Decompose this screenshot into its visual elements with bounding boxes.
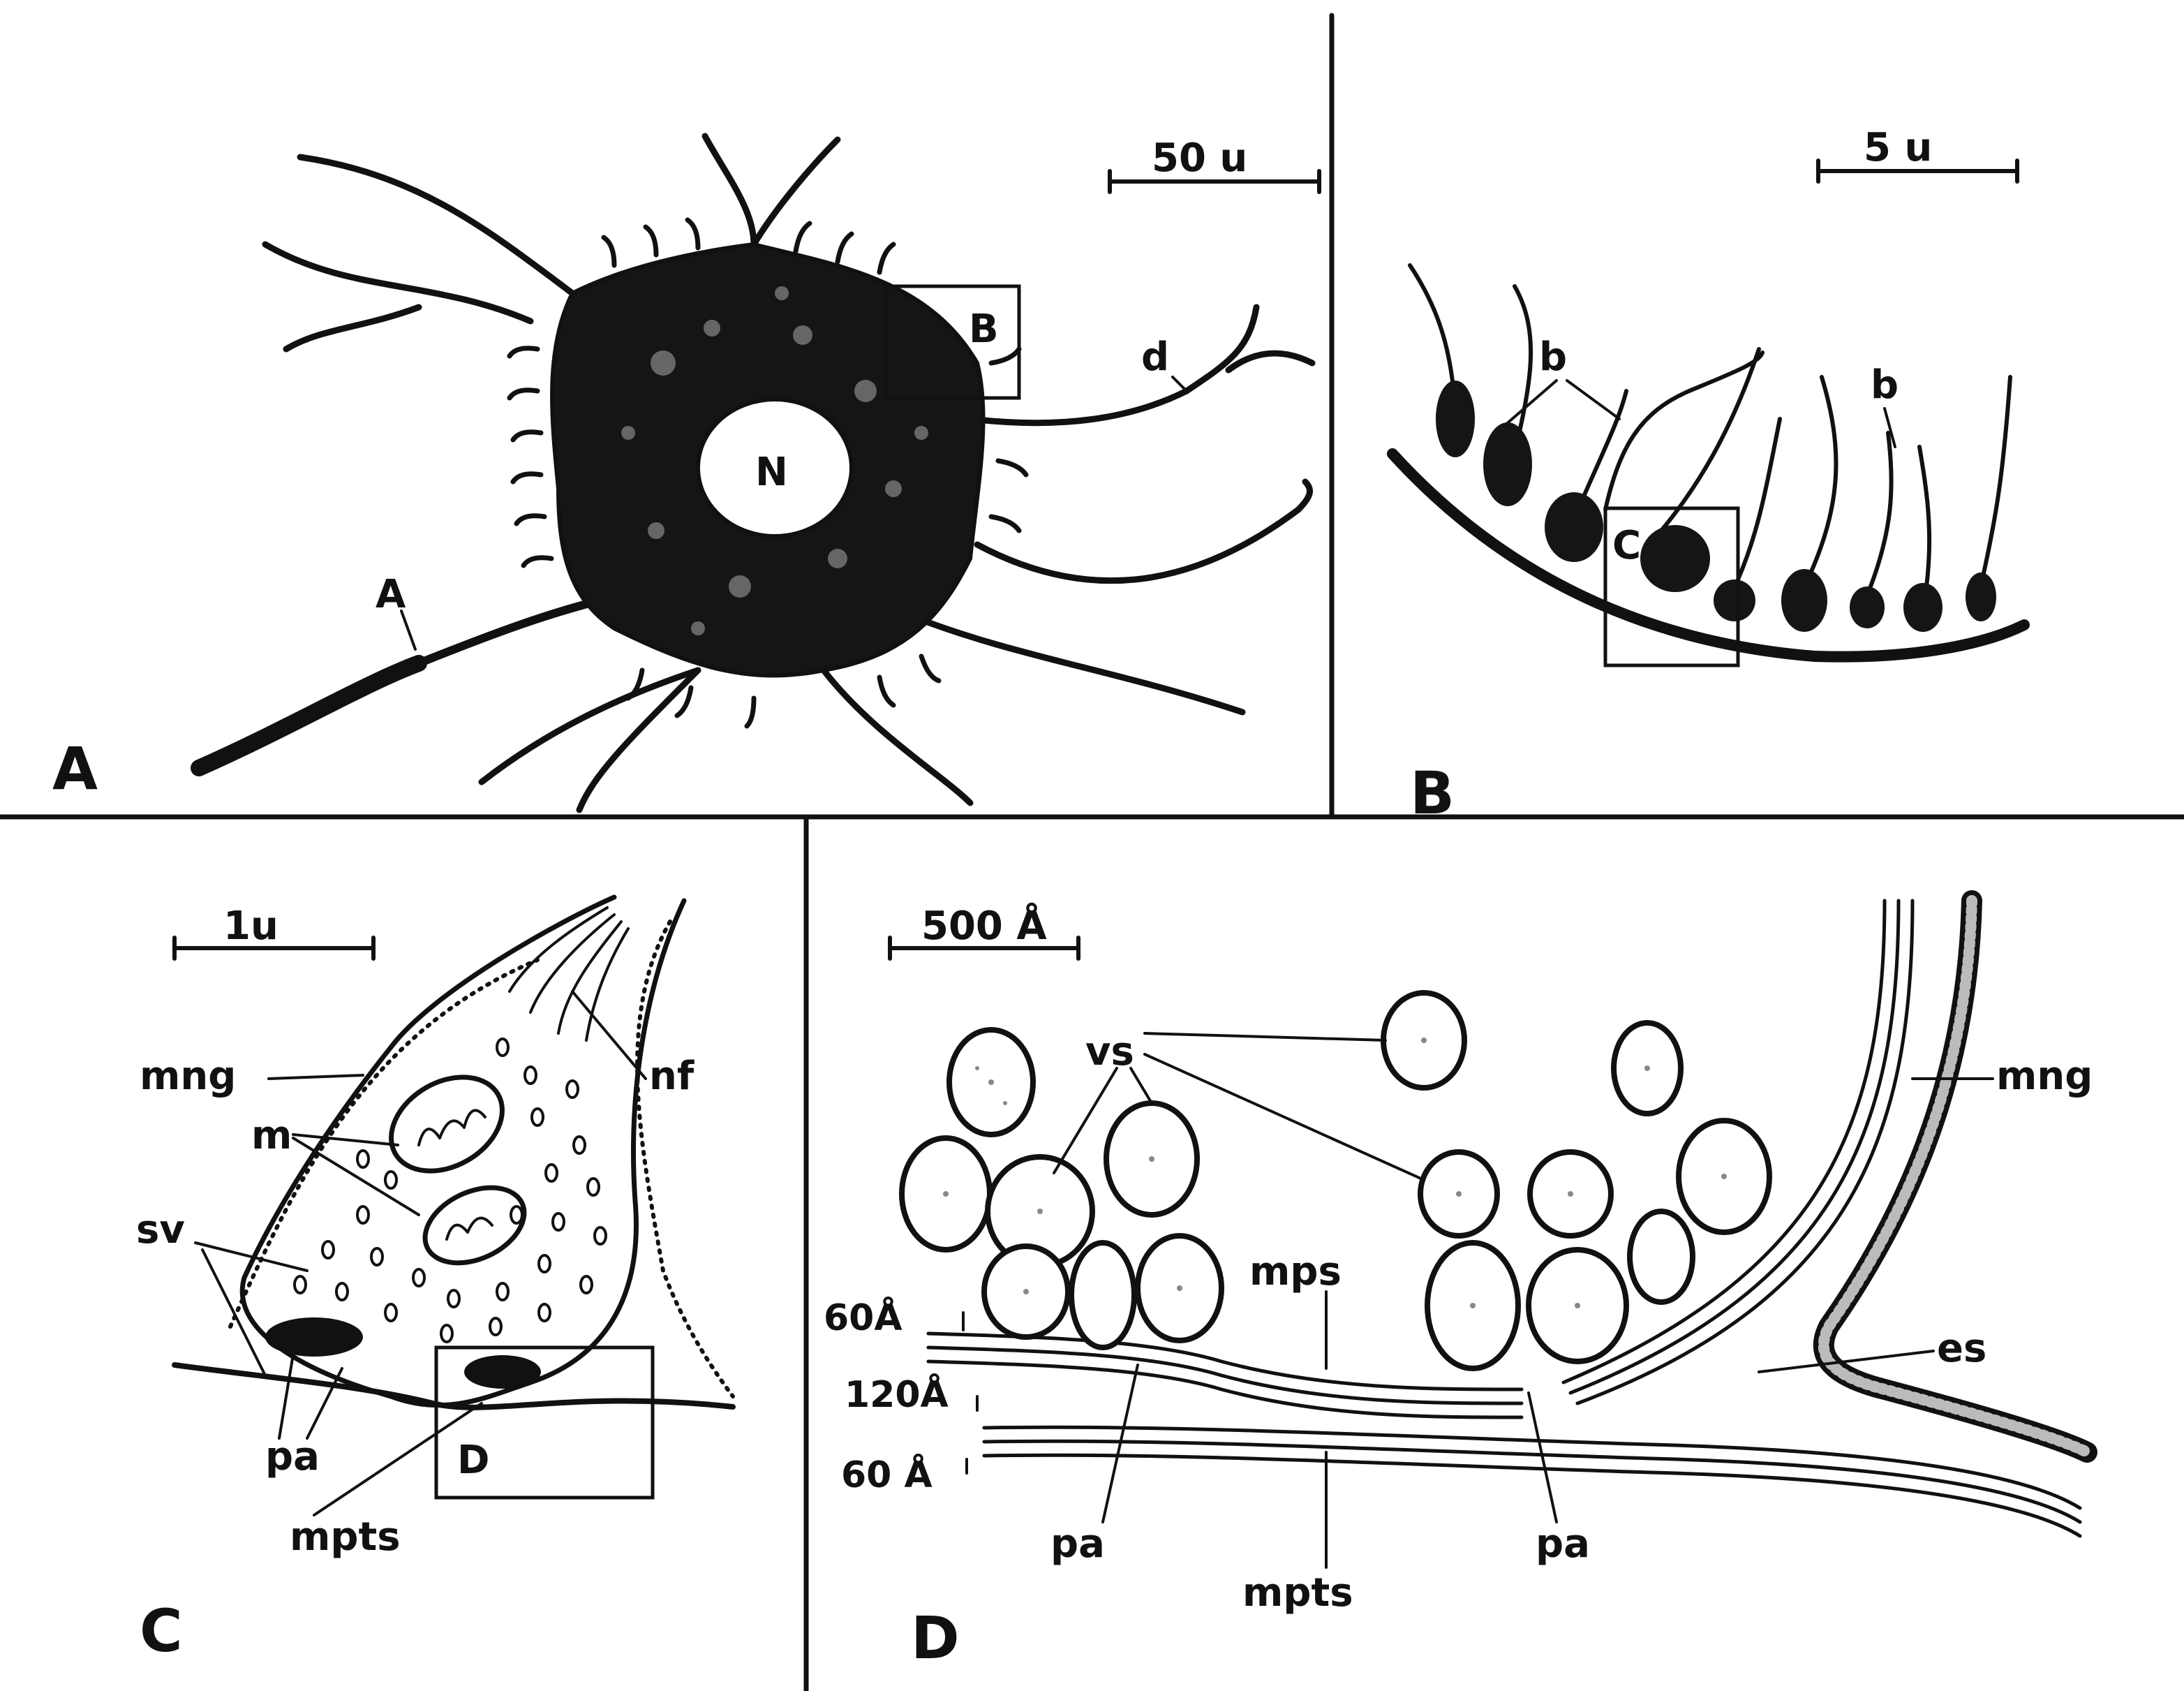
scale-bar-b: 5 u: [1818, 125, 2017, 182]
scale-bar-a: 50 u: [1110, 135, 1319, 192]
axon: [199, 663, 419, 768]
bouton: [1714, 419, 1780, 621]
nucleus-label: N: [755, 450, 788, 495]
bouton-label-2: b: [1871, 362, 1899, 408]
panel-d: 500 Å: [824, 901, 2093, 1672]
axon-label: A: [376, 572, 406, 617]
scale-bar-c: 1u: [174, 903, 373, 959]
panel-c-letter: C: [140, 1597, 183, 1665]
bouton: [1483, 286, 1532, 506]
bouton: [1966, 377, 2010, 621]
panel-a-letter: A: [52, 734, 98, 803]
mitochondria-label: m: [251, 1113, 292, 1158]
panel-d-letter: D: [911, 1604, 960, 1672]
mps-label: mps: [1249, 1249, 1342, 1294]
box-b-label: B: [969, 307, 999, 352]
bouton: [1781, 377, 1836, 632]
box-d-label: D: [457, 1438, 489, 1483]
boutons: [1410, 265, 2010, 632]
box-c-label: C: [1612, 523, 1641, 568]
postsynaptic-membrane: [174, 1365, 733, 1408]
panel-c: 1u: [136, 897, 733, 1665]
scale-bar-d-label: 500 Å: [921, 903, 1047, 949]
mitochondrion: [374, 1058, 519, 1190]
pa-label-d-right: pa: [1536, 1521, 1590, 1567]
mpts-label-c: mpts: [290, 1514, 401, 1560]
bouton: [1903, 447, 1942, 632]
mng-label-c: mng: [140, 1054, 236, 1099]
scale-bar-b-label: 5 u: [1864, 125, 1932, 170]
vs-label: vs: [1085, 1029, 1134, 1075]
thickness-60-top: 60Å: [824, 1297, 902, 1339]
scale-bar-c-label: 1u: [223, 903, 278, 949]
bouton: [1410, 265, 1475, 457]
nf-label: nf: [649, 1054, 694, 1099]
scale-bar-d: 500 Å: [890, 903, 1078, 959]
mng-label-d: mng: [1996, 1054, 2093, 1099]
mitochondrion: [413, 1173, 537, 1278]
panel-b-letter: B: [1410, 759, 1455, 827]
panel-b: 5 u: [1392, 125, 2024, 827]
mpts-label-d: mpts: [1242, 1570, 1353, 1616]
sv-label: sv: [136, 1207, 185, 1253]
scale-bar-a-label: 50 u: [1152, 135, 1247, 181]
pa-label-d-left: pa: [1050, 1521, 1105, 1567]
active-zones: [265, 1317, 541, 1389]
bouton-label-1: b: [1539, 334, 1567, 380]
bouton: [1850, 433, 1892, 628]
thickness-120: 120Å: [845, 1373, 949, 1416]
thickness-60-bottom: 60 Å: [841, 1454, 933, 1496]
neurofilaments: [510, 908, 628, 1040]
postsynaptic-membrane-d: [984, 1427, 2080, 1536]
presynaptic-membrane: [928, 1334, 1522, 1417]
es-label: es: [1937, 1326, 1986, 1371]
vesicles: [902, 993, 1769, 1368]
dendrite-label: d: [1141, 334, 1169, 380]
pa-label-c: pa: [265, 1434, 320, 1479]
panel-a: 50 u: [52, 135, 1319, 810]
large-terminal: [1605, 353, 1762, 510]
